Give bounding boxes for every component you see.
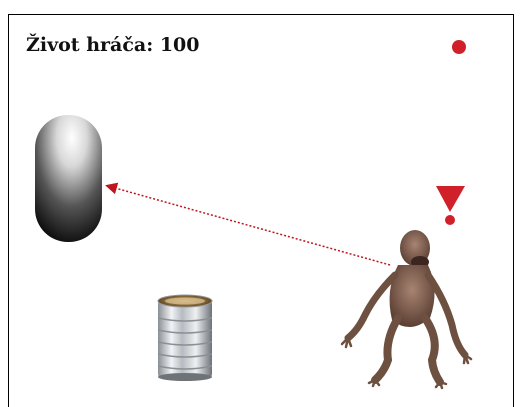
player-health-label: Život hráča: 100 xyxy=(26,34,200,56)
tin-can-icon xyxy=(157,294,213,381)
sightline-arrow xyxy=(105,182,391,266)
game-viewport-frame xyxy=(8,14,514,407)
capsule-player-icon xyxy=(35,115,102,242)
exclamation-alert-icon xyxy=(436,186,465,225)
red-dot-icon xyxy=(452,40,466,54)
creature-enemy-icon xyxy=(340,230,473,390)
